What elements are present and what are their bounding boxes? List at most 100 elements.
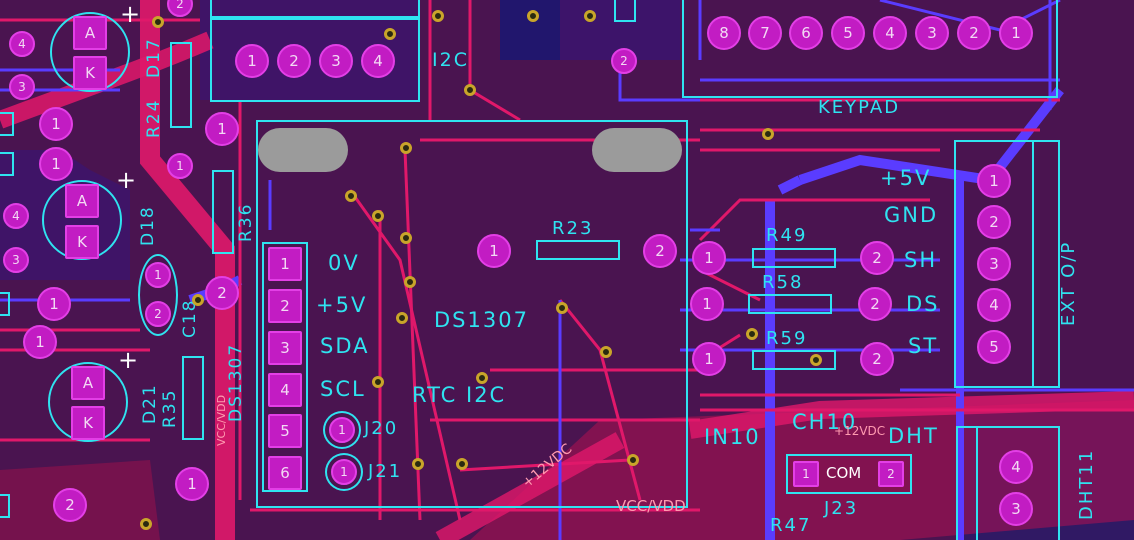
vccvdd-label: VCC/VDD: [616, 497, 686, 515]
via: [152, 16, 164, 28]
resistor-r36-outline: [212, 170, 234, 254]
resistor-r49-pad-1[interactable]: 1: [692, 241, 726, 275]
d17-label: D17: [144, 37, 164, 78]
resistor-r58-outline: [748, 294, 832, 314]
keypad-pin-2[interactable]: 2: [957, 16, 991, 50]
ext-gnd-label: GND: [884, 203, 939, 227]
jumper-j20-pad[interactable]: 1: [329, 417, 355, 443]
i2c-pin-2[interactable]: 2: [277, 44, 311, 78]
resistor-r24-pad-1[interactable]: 1: [167, 153, 193, 179]
jumper-j23-pin-1[interactable]: 1: [793, 461, 819, 487]
capacitor-c18-pad-1[interactable]: 1: [145, 262, 171, 288]
ch10-label: CH10: [792, 410, 858, 434]
i2c-label: I2C: [432, 49, 469, 71]
led-d17-anode[interactable]: A: [73, 16, 107, 50]
left-pad-1c[interactable]: 1: [37, 287, 71, 321]
rtc-pin-4[interactable]: 4: [268, 373, 302, 407]
via: [140, 518, 152, 530]
rtc-pin-6[interactable]: 6: [268, 456, 302, 490]
via: [400, 232, 412, 244]
left-pad-4[interactable]: 4: [9, 31, 35, 57]
keypad-pin-5[interactable]: 5: [831, 16, 865, 50]
via: [412, 458, 424, 470]
left-pad-3[interactable]: 3: [9, 74, 35, 100]
dht-label: DHT: [888, 424, 939, 448]
jumper-j23-pin-2[interactable]: 2: [878, 461, 904, 487]
ext-op-pin-1[interactable]: 1: [977, 164, 1011, 198]
ext-op-pin-3[interactable]: 3: [977, 247, 1011, 281]
resistor-r59-pad-2[interactable]: 2: [860, 342, 894, 376]
resistor-r36-pad-2[interactable]: 2: [205, 276, 239, 310]
via: [432, 10, 444, 22]
resistor-r59-pad-1[interactable]: 1: [692, 342, 726, 376]
rtc-pin-2[interactable]: 2: [268, 289, 302, 323]
dht11-pin-3[interactable]: 3: [999, 492, 1033, 526]
rtc-pin-3[interactable]: 3: [268, 331, 302, 365]
led-d17-cathode[interactable]: K: [73, 56, 107, 90]
rtc-pin-1[interactable]: 1: [268, 247, 302, 281]
led-d21-cathode[interactable]: K: [71, 406, 105, 440]
left-pad-4b[interactable]: 4: [3, 203, 29, 229]
resistor-r23-pad-2[interactable]: 2: [643, 234, 677, 268]
resistor-r58-pad-1[interactable]: 1: [690, 287, 724, 321]
r59-label: R59: [766, 328, 808, 349]
via: [584, 10, 596, 22]
via: [396, 312, 408, 324]
left-part-outline-d: [0, 494, 10, 518]
dht11-pin-4[interactable]: 4: [999, 450, 1033, 484]
rtc-sda-label: SDA: [320, 334, 370, 358]
keypad-pin-4[interactable]: 4: [873, 16, 907, 50]
left-pad-2e[interactable]: 2: [53, 488, 87, 522]
plus12vdc-small-label: +12VDC: [834, 424, 886, 438]
jumper-j23-outline: [786, 454, 912, 494]
ext-op-pin-4[interactable]: 4: [977, 288, 1011, 322]
led-d21-outline: [48, 362, 128, 442]
keypad-pin-8[interactable]: 8: [707, 16, 741, 50]
resistor-r24-pad-2[interactable]: 2: [167, 0, 193, 17]
rtc-pin-5[interactable]: 5: [268, 414, 302, 448]
left-pad-1a[interactable]: 1: [39, 107, 73, 141]
i2c-pin-1[interactable]: 1: [235, 44, 269, 78]
left-pad-3b[interactable]: 3: [3, 247, 29, 273]
resistor-top-pad-2[interactable]: 2: [611, 48, 637, 74]
resistor-r49-pad-2[interactable]: 2: [860, 241, 894, 275]
r24-label: R24: [144, 98, 164, 138]
resistor-r23-pad-1[interactable]: 1: [477, 234, 511, 268]
via: [556, 302, 568, 314]
keypad-pin-3[interactable]: 3: [915, 16, 949, 50]
resistor-r36-pad-1[interactable]: 1: [205, 112, 239, 146]
resistor-r58-pad-2[interactable]: 2: [858, 287, 892, 321]
keypad-header-outline: [682, 0, 1058, 98]
left-pad-1d[interactable]: 1: [23, 325, 57, 359]
ext-op-pin-2[interactable]: 2: [977, 205, 1011, 239]
resistor-r35-pad-1[interactable]: 1: [175, 467, 209, 501]
i2c-header-outline: [210, 18, 420, 102]
resistor-r24-outline: [170, 42, 192, 128]
keypad-pin-7[interactable]: 7: [748, 16, 782, 50]
led-d18-outline: [42, 180, 122, 260]
left-part-outline-c: [0, 292, 10, 316]
r35-label: R35: [160, 388, 180, 428]
led-d18-anode[interactable]: A: [65, 184, 99, 218]
ext-op-pin-5[interactable]: 5: [977, 330, 1011, 364]
i2c-pin-4[interactable]: 4: [361, 44, 395, 78]
keypad-pin-6[interactable]: 6: [789, 16, 823, 50]
jumper-j21-pad[interactable]: 1: [331, 459, 357, 485]
keypad-pin-1[interactable]: 1: [999, 16, 1033, 50]
left-part-outline-b: [0, 152, 14, 176]
resistor-r59-outline: [752, 350, 836, 370]
via: [527, 10, 539, 22]
capacitor-c18-pad-2[interactable]: 2: [145, 301, 171, 327]
via: [456, 458, 468, 470]
led-d18-cathode[interactable]: K: [65, 225, 99, 259]
i2c-header-top-outline: [210, 0, 420, 18]
via: [372, 376, 384, 388]
left-pad-1b[interactable]: 1: [39, 147, 73, 181]
via: [372, 210, 384, 222]
led-d21-anode[interactable]: A: [71, 366, 105, 400]
i2c-pin-3[interactable]: 3: [319, 44, 353, 78]
rtc-module-outline: [256, 120, 688, 508]
j23-label: J23: [824, 498, 859, 519]
rtc-i2c-label: RTC I2C: [412, 383, 507, 407]
